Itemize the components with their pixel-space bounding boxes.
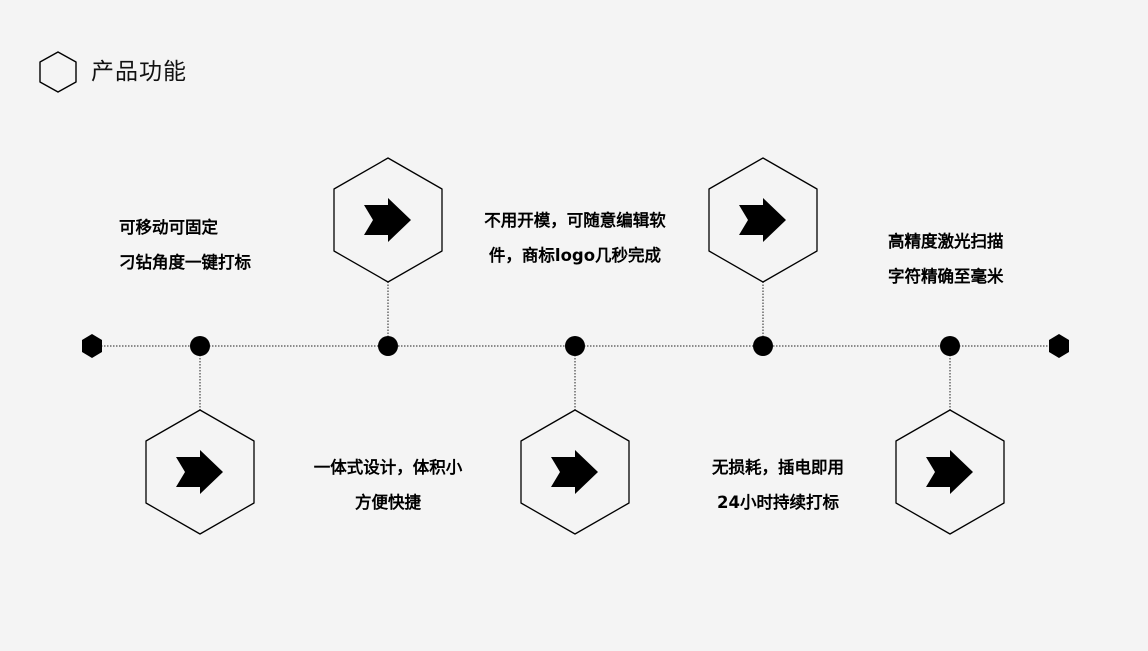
timeline-dot-5 [940,336,960,356]
page-title: 产品功能 [91,59,187,85]
feature-text-4-line-1: 无损耗，插电即用 [712,458,844,477]
feature-hexagon-3 [520,409,630,535]
arrow-right-icon [739,198,786,242]
feature-text-2-line-2: 方便快捷 [355,493,421,512]
feature-text-5-line-1: 高精度激光扫描 [888,232,1004,251]
feature-text-5: 高精度激光扫描 字符精确至毫米 [888,224,1004,294]
arrow-right-icon [364,198,411,242]
timeline-dot-2 [378,336,398,356]
feature-text-4: 无损耗，插电即用 24小时持续打标 [712,450,844,520]
timeline-start-hexagon-icon [82,334,102,358]
feature-text-3-line-2: 件，商标logo几秒完成 [488,246,662,265]
timeline-end-hexagon-icon [1049,334,1069,358]
feature-text-2: 一体式设计，体积小 方便快捷 [314,450,463,520]
feature-text-5-line-2: 字符精确至毫米 [888,267,1004,286]
feature-text-3-line-1: 不用开模，可随意编辑软 [484,211,666,230]
timeline-dot-1 [190,336,210,356]
feature-text-1-line-2: 刁钻角度一键打标 [119,253,251,272]
feature-text-2-line-1: 一体式设计，体积小 [313,458,463,477]
feature-hexagon-1 [145,409,255,535]
header-hexagon-icon [39,51,77,93]
arrow-right-icon [926,450,973,494]
feature-hexagon-4 [708,157,818,283]
arrow-right-icon [551,450,598,494]
feature-text-4-line-2: 24小时持续打标 [717,493,839,512]
feature-hexagon-2 [333,157,443,283]
timeline-dot-4 [753,336,773,356]
feature-text-1: 可移动可固定 刁钻角度一键打标 [119,210,251,280]
arrow-right-icon [176,450,223,494]
feature-hexagon-5 [895,409,1005,535]
timeline-dot-3 [565,336,585,356]
feature-text-3: 不用开模，可随意编辑软 件，商标logo几秒完成 [484,203,666,273]
feature-text-1-line-1: 可移动可固定 [119,218,218,237]
